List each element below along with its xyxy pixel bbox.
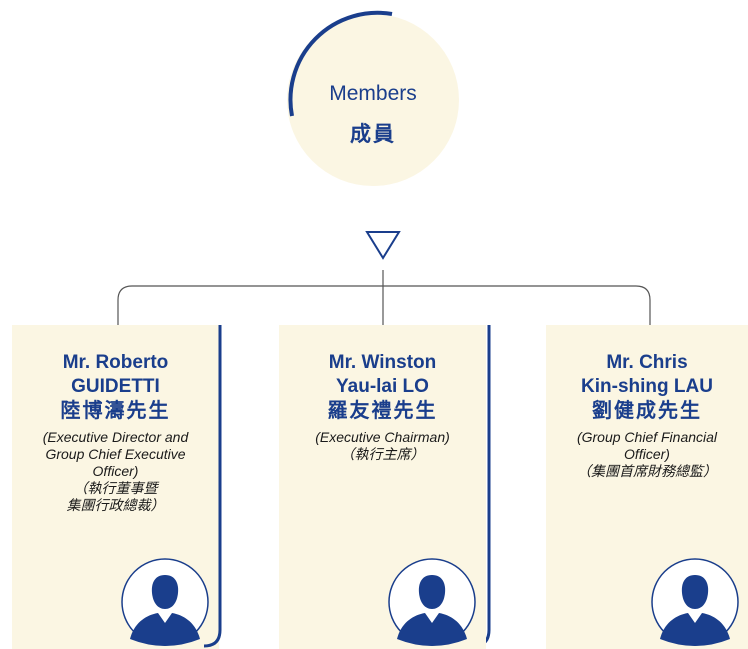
member-card-guidetti: Mr. Roberto GUIDETTI 陸博濤先生 (Executive Di… [12,325,219,649]
member-card-lo: Mr. Winston Yau-lai LO 羅友禮先生 (Executive … [279,325,486,649]
role-en-line: (Executive Director and [42,429,189,445]
member-role: (Group Chief Financial Officer) （集團首席財務總… [552,429,742,480]
person-silhouette-icon [120,557,209,646]
member-card-lau: Mr. Chris Kin-shing LAU 劉健成先生 (Group Chi… [546,325,748,649]
member-name: Mr. Winston Yau-lai LO 羅友禮先生 [279,351,486,423]
member-name-line1: Mr. Roberto [62,352,169,373]
role-en-line: Group Chief Executive [45,446,186,462]
role-zh-line: （執行主席） [340,446,425,462]
member-name-line2: Yau-lai LO [336,376,429,397]
member-name-line2: Kin-shing LAU [581,376,713,397]
role-zh-line: 集團行政總裁） [66,497,165,513]
member-name-zh: 陸博濤先生 [60,400,171,422]
member-name-zh: 劉健成先生 [592,400,702,422]
role-en-line: Officer) [624,446,670,462]
role-en-line: Officer) [92,463,139,479]
member-name: Mr. Chris Kin-shing LAU 劉健成先生 [546,351,748,423]
role-zh-line: （執行董事暨 [73,480,158,496]
member-name: Mr. Roberto GUIDETTI 陸博濤先生 [12,351,219,423]
member-role: (Executive Director and Group Chief Exec… [18,429,213,514]
root-label-zh: 成員 [350,123,396,146]
person-silhouette-icon [650,557,739,646]
person-silhouette-icon [387,557,476,646]
member-name-zh: 羅友禮先生 [327,400,438,422]
member-role: (Executive Chairman) （執行主席） [285,429,480,463]
root-label-en: Members [329,82,417,105]
member-name-line2: GUIDETTI [71,376,160,397]
role-en-line: (Executive Chairman) [315,429,450,445]
role-en-line: (Group Chief Financial [576,429,718,445]
member-name-line1: Mr. Chris [606,352,688,373]
member-name-line1: Mr. Winston [328,352,437,373]
role-zh-line: （集團首席財務總監） [577,463,717,479]
